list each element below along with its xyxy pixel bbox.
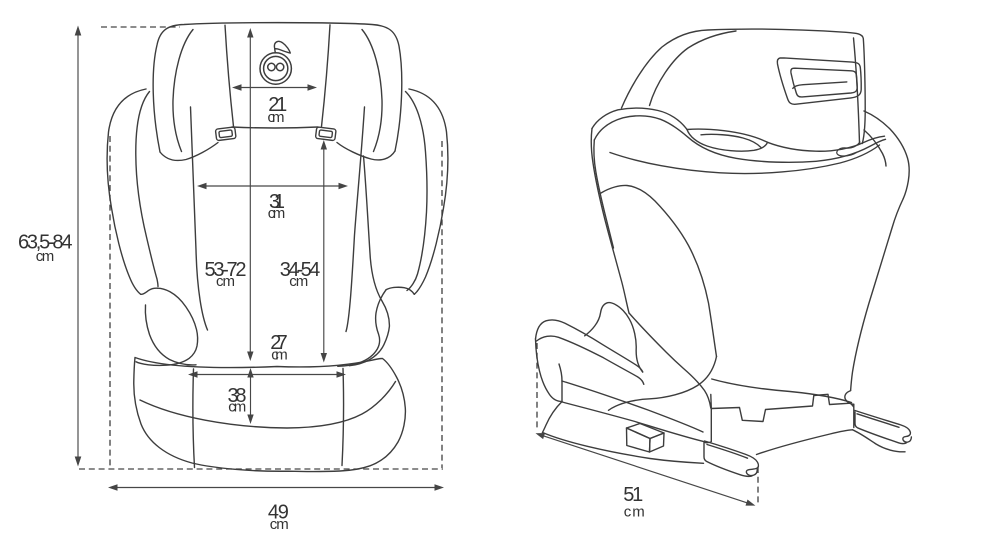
svg-text:63,5-84: 63,5-84 bbox=[18, 232, 72, 254]
svg-text:cm: cm bbox=[228, 399, 246, 416]
svg-text:49: 49 bbox=[268, 502, 289, 524]
svg-text:51: 51 bbox=[623, 484, 643, 506]
svg-text:38: 38 bbox=[228, 385, 247, 407]
svg-text:27: 27 bbox=[270, 332, 288, 354]
svg-text:34-54: 34-54 bbox=[280, 259, 321, 281]
svg-text:53-72: 53-72 bbox=[205, 259, 247, 281]
svg-text:cm: cm bbox=[270, 516, 289, 533]
svg-text:cm: cm bbox=[268, 109, 285, 126]
svg-text:cm: cm bbox=[289, 273, 308, 290]
svg-text:cm: cm bbox=[271, 346, 288, 363]
svg-text:21: 21 bbox=[268, 94, 287, 116]
svg-text:cm: cm bbox=[36, 248, 55, 265]
svg-text:cm: cm bbox=[624, 504, 645, 521]
svg-text:cm: cm bbox=[216, 273, 235, 290]
svg-text:cm: cm bbox=[268, 205, 286, 222]
svg-text:31: 31 bbox=[269, 191, 285, 213]
